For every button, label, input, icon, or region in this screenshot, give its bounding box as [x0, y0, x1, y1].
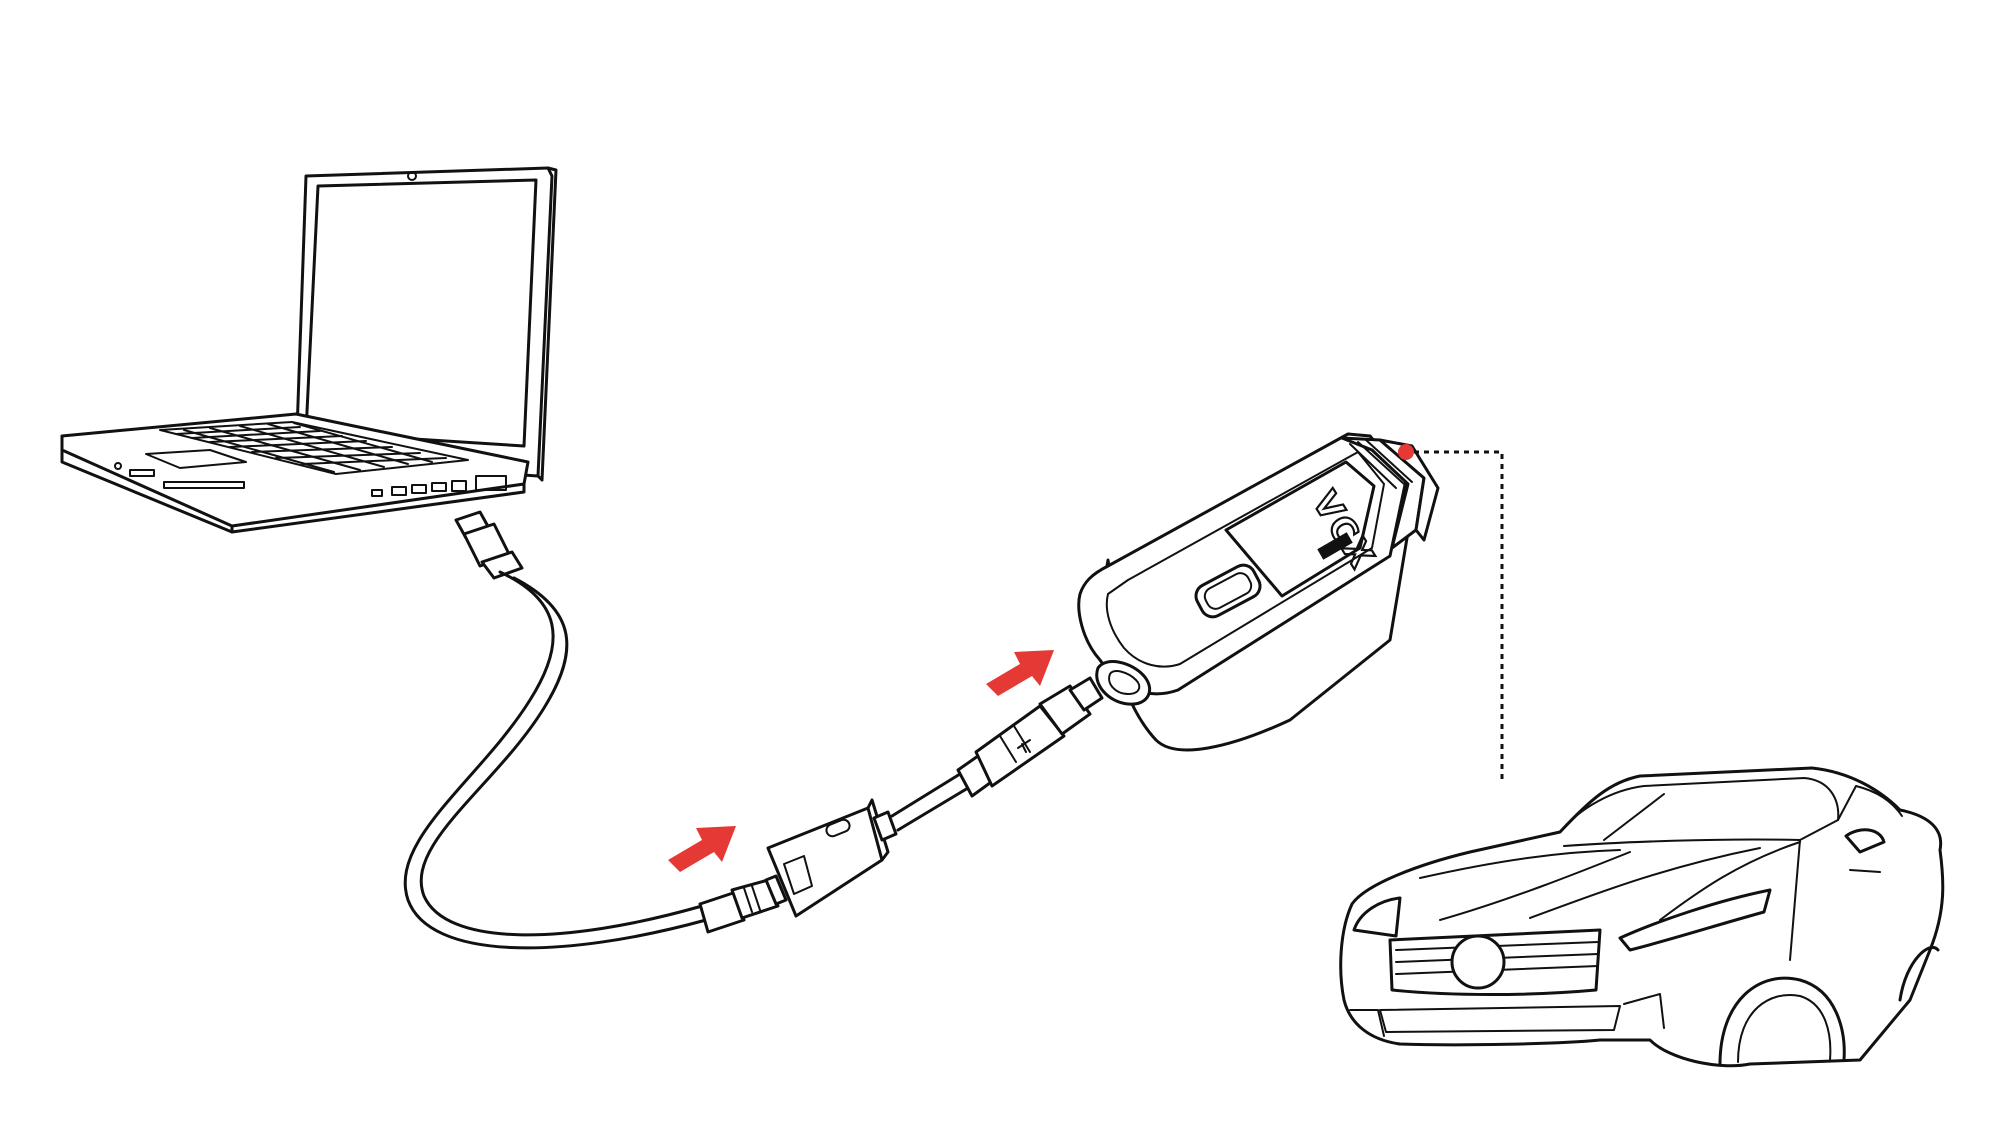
marker-icon: [1398, 444, 1414, 460]
vci-adapter-icon: VCX: [1077, 432, 1440, 752]
adapter-badge: [1317, 532, 1353, 560]
car-icon: [1339, 766, 1945, 1068]
arrow-icon: [986, 650, 1054, 696]
arrow-icon: [668, 826, 736, 872]
usb-adapter-icon: [766, 676, 1104, 918]
laptop-icon: [60, 166, 558, 534]
ethernet-cable-icon: [403, 510, 788, 950]
